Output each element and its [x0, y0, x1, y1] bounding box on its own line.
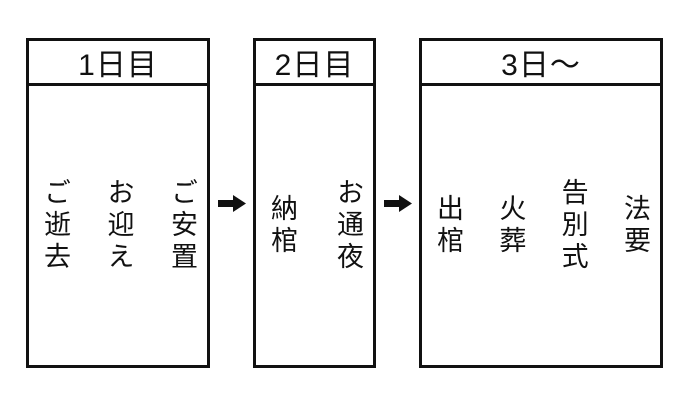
step-goanchi: ご安置 — [167, 177, 197, 274]
day1-box: 1日目 ご逝去 お迎え ご安置 — [26, 38, 210, 368]
day2-header: 2日目 — [256, 41, 373, 86]
arrow-right-icon — [383, 194, 412, 212]
arrow-day1-to-day2 — [210, 38, 253, 368]
step-omukae: お迎え — [103, 177, 134, 274]
arrow-day2-to-day3 — [376, 38, 419, 368]
day2-box: 2日目 納棺 お通夜 — [253, 38, 376, 368]
step-otsuya: お通夜 — [333, 177, 363, 274]
step-nokan: 納棺 — [267, 193, 297, 258]
funeral-timeline-diagram: 1日目 ご逝去 お迎え ご安置 2日目 納棺 お通夜 3日〜 — [26, 38, 663, 368]
step-goseikyo: ご逝去 — [40, 177, 70, 274]
day3-header: 3日〜 — [422, 41, 660, 86]
day2-steps: 納棺 お通夜 — [256, 86, 373, 365]
day1-steps: ご逝去 お迎え ご安置 — [29, 86, 207, 365]
day3-steps: 出棺 火葬 告別式 法要 — [422, 86, 660, 365]
arrow-right-icon — [217, 194, 246, 212]
step-kokubetsushiki: 告別式 — [557, 177, 588, 274]
day1-header: 1日目 — [29, 41, 207, 86]
step-shukkan: 出棺 — [433, 193, 463, 258]
day3-box: 3日〜 出棺 火葬 告別式 法要 — [419, 38, 663, 368]
step-kaso: 火葬 — [495, 193, 526, 258]
step-hoyo: 法要 — [619, 193, 650, 258]
